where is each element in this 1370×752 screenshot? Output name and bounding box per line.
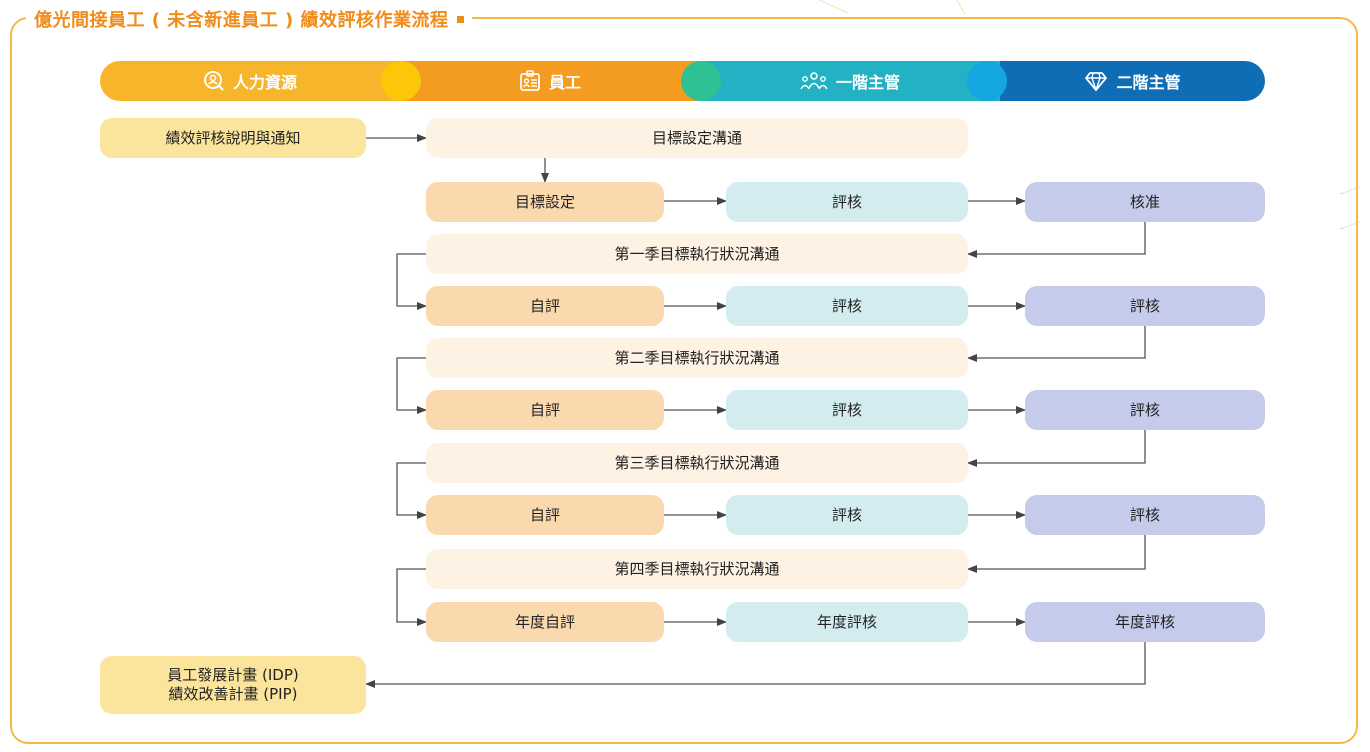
goal-review-label: 評核 <box>831 192 862 211</box>
header-employee: 員工 <box>400 61 700 101</box>
title-square-icon <box>456 15 464 23</box>
header-divider-dot <box>967 61 1007 101</box>
header-hr-label: 人力資源 <box>232 73 297 92</box>
idp-label: 員工發展計畫 (IDP) <box>167 666 299 684</box>
q3-m2-label: 評核 <box>1129 505 1160 524</box>
diagram-frame <box>10 17 1358 744</box>
q3-m1-label: 評核 <box>831 505 862 524</box>
role-header-bar: 人力資源 員工 一階主管 二階主管 <box>100 61 1265 101</box>
title-block: 億光間接員工 ( 未含新進員工 ) 績效評核作業流程 <box>26 4 472 34</box>
q1-m2-label: 評核 <box>1129 296 1160 315</box>
notice-label: 績效評核說明與通知 <box>165 128 301 147</box>
arrow-q1-to-self <box>396 253 427 310</box>
header-hr: 人力資源 <box>100 61 400 101</box>
arrow-annual-to-idp <box>365 642 1146 688</box>
goal-approve-label: 核准 <box>1129 192 1160 211</box>
diamond-icon <box>1085 72 1108 91</box>
q3-comm-label: 第三季目標執行狀況溝通 <box>614 453 780 472</box>
arrow-q3-m2-to-q4 <box>967 535 1146 573</box>
header-divider-dot <box>681 61 721 101</box>
arrow-q2-m2-to-q3 <box>967 430 1146 467</box>
q2-m1-box: 評核 <box>726 390 968 430</box>
annual-m2-box: 年度評核 <box>1025 602 1265 642</box>
q1-m1-box: 評核 <box>726 286 968 326</box>
annual-m1-box: 年度評核 <box>726 602 968 642</box>
goal-comm-box: 目標設定溝通 <box>426 118 968 158</box>
annual-self-label: 年度自評 <box>514 612 575 631</box>
arrow-q4-to-annual-self <box>396 568 427 626</box>
q1-comm-label: 第一季目標執行狀況溝通 <box>614 244 780 263</box>
goal-set-label: 目標設定 <box>514 192 575 211</box>
q2-comm-label: 第二季目標執行狀況溝通 <box>614 348 780 367</box>
q2-self-box: 自評 <box>426 390 664 430</box>
q2-m2-box: 評核 <box>1025 390 1265 430</box>
header-manager2-label: 二階主管 <box>1116 73 1181 92</box>
goal-review-box: 評核 <box>726 182 968 222</box>
q2-m2-label: 評核 <box>1129 400 1160 419</box>
annual-m1-label: 年度評核 <box>816 612 877 631</box>
title-underline <box>561 17 601 19</box>
id-badge-icon <box>520 70 540 91</box>
q2-m1-label: 評核 <box>831 400 862 419</box>
q1-m2-box: 評核 <box>1025 286 1265 326</box>
q1-comm-box: 第一季目標執行狀況溝通 <box>426 234 968 274</box>
arrow-q3-to-self <box>396 462 427 519</box>
q2-self-label: 自評 <box>529 400 560 419</box>
annual-self-box: 年度自評 <box>426 602 664 642</box>
notice-box: 績效評核說明與通知 <box>100 118 366 158</box>
arrow-approve-to-q1 <box>967 221 1146 258</box>
header-manager2: 二階主管 <box>1000 61 1265 101</box>
goal-comm-label: 目標設定溝通 <box>651 128 742 147</box>
q4-comm-box: 第四季目標執行狀況溝通 <box>426 549 968 589</box>
annual-m2-label: 年度評核 <box>1114 612 1175 631</box>
q1-self-label: 自評 <box>529 296 560 315</box>
header-manager1-label: 一階主管 <box>835 73 900 92</box>
q3-self-box: 自評 <box>426 495 664 535</box>
q3-comm-box: 第三季目標執行狀況溝通 <box>426 443 968 483</box>
header-divider-dot <box>381 61 421 101</box>
q4-comm-label: 第四季目標執行狀況溝通 <box>614 559 780 578</box>
team-icon <box>800 72 828 90</box>
diagram-title: 億光間接員工 ( 未含新進員工 ) 績效評核作業流程 <box>34 10 449 31</box>
idp-pip-box: 員工發展計畫 (IDP) 績效改善計畫 (PIP) <box>100 656 366 714</box>
header-employee-label: 員工 <box>548 73 581 92</box>
pip-label: 績效改善計畫 (PIP) <box>168 685 298 703</box>
q2-comm-box: 第二季目標執行狀況溝通 <box>426 338 968 378</box>
q1-m1-label: 評核 <box>831 296 862 315</box>
header-manager1: 一階主管 <box>700 61 1000 101</box>
goal-approve-box: 核准 <box>1025 182 1265 222</box>
search-person-icon <box>203 71 224 91</box>
arrow-q2-to-self <box>396 357 427 414</box>
q3-m2-box: 評核 <box>1025 495 1265 535</box>
q1-self-box: 自評 <box>426 286 664 326</box>
arrow-q1-m2-to-q2 <box>967 326 1146 362</box>
q3-m1-box: 評核 <box>726 495 968 535</box>
goal-set-box: 目標設定 <box>426 182 664 222</box>
q3-self-label: 自評 <box>529 505 560 524</box>
